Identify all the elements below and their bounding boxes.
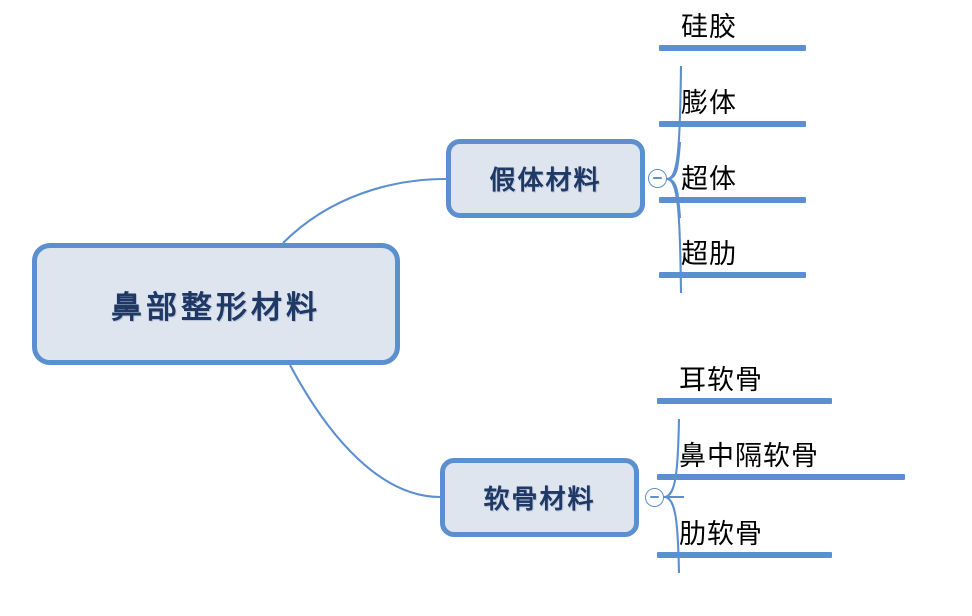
leaf-underline [657,474,905,481]
connector-root-to-branch-2 [289,364,441,499]
leaf-node-eptfe[interactable]: 膨体 [659,88,806,128]
leaf-node-label: 硅胶 [681,12,737,43]
branch-node-prosthetic[interactable]: 假体材料 [446,139,645,218]
leaf-underline [657,398,832,405]
leaf-node-label: 鼻中隔软骨 [679,441,819,472]
leaf-node-septal-cartilage[interactable]: 鼻中隔软骨 [657,441,905,481]
leaf-node-label: 耳软骨 [679,365,763,396]
leaf-node-silicone[interactable]: 硅胶 [659,12,806,52]
connector-root-to-branch-1 [282,177,447,244]
minus-circle-icon[interactable] [645,488,664,507]
minus-circle-icon[interactable] [648,169,667,188]
leaf-underline [657,552,832,559]
leaf-underline [659,45,806,52]
leaf-node-label: 超体 [681,164,737,195]
leaf-node-ear-cartilage[interactable]: 耳软骨 [657,365,832,405]
leaf-node-label: 肋软骨 [679,519,763,550]
root-node[interactable]: 鼻部整形材料 [32,243,400,365]
branch-node-label: 软骨材料 [483,485,596,515]
leaf-underline [659,272,806,279]
root-node-label: 鼻部整形材料 [111,289,321,326]
leaf-underline [659,121,806,128]
leaf-node-chaolei[interactable]: 超肋 [659,239,806,279]
leaf-node-rib-cartilage[interactable]: 肋软骨 [657,519,832,559]
branch-node-cartilage[interactable]: 软骨材料 [440,458,639,537]
leaf-node-chaoti[interactable]: 超体 [659,164,806,204]
leaf-node-label: 超肋 [681,239,737,270]
leaf-node-label: 膨体 [681,88,737,119]
branch-node-label: 假体材料 [489,166,602,196]
leaf-underline [659,197,806,204]
